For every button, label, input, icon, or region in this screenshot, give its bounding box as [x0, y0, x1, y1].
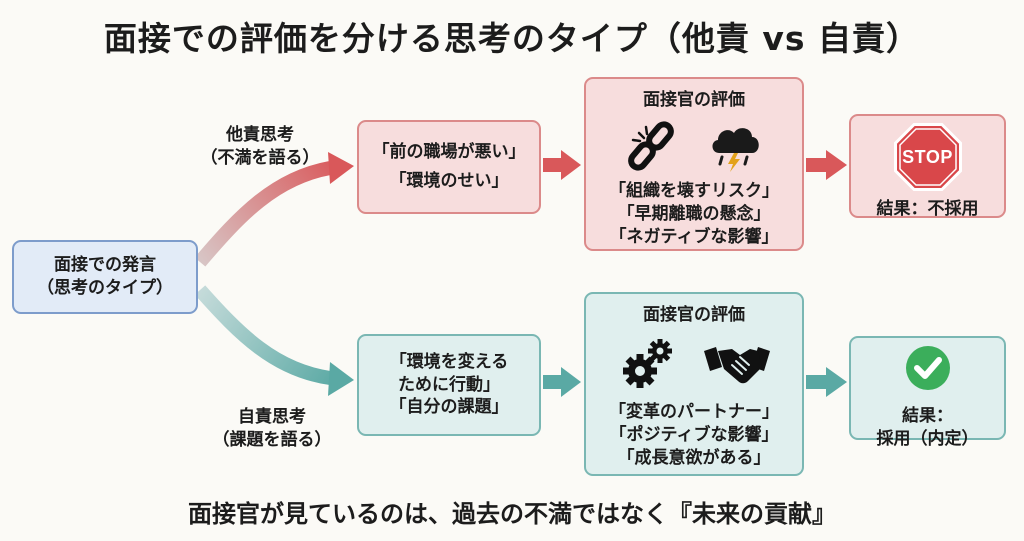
evaluation-point: 「ポジティブな影響」 [609, 424, 779, 445]
page-title: 面接での評価を分ける思考のタイプ（他責 vs 自責） [103, 19, 921, 58]
flow-arrow-self-resp [194, 285, 332, 385]
blame-other-result-box: STOP 結果：不採用 [849, 114, 1006, 219]
blame-other-statement-box: 「前の職場が悪い」 「環境のせい」 [357, 120, 541, 214]
blame-other-label-line1: 他責思考 [226, 125, 294, 145]
stop-badge-text: STOP [902, 146, 953, 167]
blame-other-evaluation-box: 面接官の評価 「組織を壊すリスク」 「早期離職の懸念」 「ネガティブな影響」 [584, 77, 804, 251]
broken-chain-icon [628, 121, 674, 171]
evaluation-heading: 面接官の評価 [643, 305, 745, 325]
self-resp-label-line1: 自責思考 [238, 407, 306, 427]
storm-cloud-icon [712, 128, 759, 173]
evaluation-point: 「ネガティブな影響」 [609, 227, 779, 248]
flow-arrowhead-blame-other [328, 152, 354, 184]
result-text-line2: 採用（内定） [876, 428, 979, 449]
start-box: 面接での発言 （思考のタイプ） [12, 240, 198, 314]
arrow-statement-to-eval-bottom [543, 367, 581, 397]
statement-line: 「環境を変える [389, 351, 509, 372]
flow-arrow-blame-other [194, 161, 332, 267]
blame-other-label-line2: （不満を語る） [200, 147, 320, 168]
footer-caption: 面接官が見ているのは、過去の不満ではなく『未来の貢献』 [188, 500, 836, 528]
self-resp-statement-box: 「環境を変える ために行動」 「自分の課題」 [357, 334, 541, 436]
statement-line: 「環境のせい」 [389, 171, 509, 191]
start-line2: （思考のタイプ） [37, 278, 173, 298]
evaluation-point: 「変革のパートナー」 [609, 401, 779, 422]
self-resp-label: 自責思考 （課題を語る） [208, 406, 336, 452]
evaluation-point: 「成長意欲がある」 [617, 447, 771, 468]
check-circle-icon [905, 346, 950, 390]
self-resp-label-line2: （課題を語る） [212, 429, 332, 450]
statement-line: 「自分の課題」 [389, 397, 509, 418]
handshake-icon [704, 346, 770, 384]
evaluation-point: 「組織を壊すリスク」 [609, 181, 779, 202]
self-resp-result-box: 結果： 採用（内定） [849, 336, 1006, 449]
flow-arrowhead-self-resp [328, 362, 354, 396]
result-text: 結果：不採用 [876, 199, 979, 219]
arrow-eval-to-result-bottom [806, 367, 847, 397]
stop-sign-icon: STOP [893, 122, 963, 192]
statement-line: ために行動」 [398, 374, 500, 395]
arrow-eval-to-result-top [806, 150, 847, 180]
arrow-statement-to-eval-top [543, 150, 581, 180]
result-text-line1: 結果： [902, 405, 953, 426]
self-resp-evaluation-box: 面接官の評価 [584, 292, 804, 476]
gears-icon [623, 338, 672, 388]
start-line1: 面接での発言 [54, 255, 156, 276]
blame-other-label: 他責思考 （不満を語る） [196, 124, 324, 170]
evaluation-heading: 面接官の評価 [643, 90, 745, 110]
statement-line: 「前の職場が悪い」 [372, 142, 526, 163]
evaluation-point: 「早期離職の懸念」 [617, 204, 771, 225]
